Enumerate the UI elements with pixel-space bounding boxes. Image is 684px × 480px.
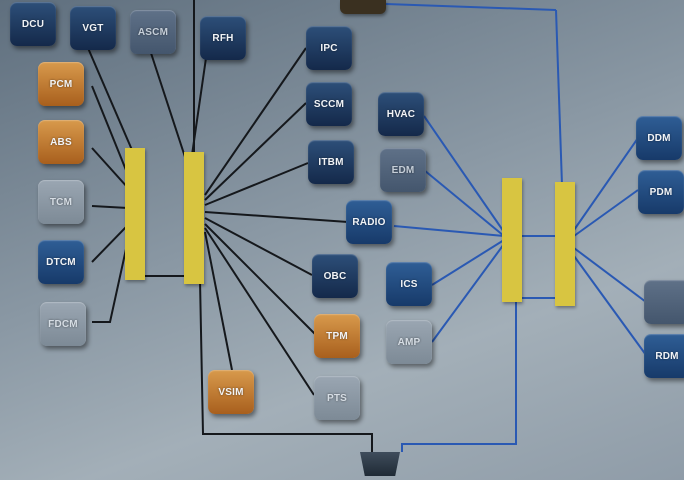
module-radio[interactable]: RADIO	[346, 200, 392, 244]
module-obc[interactable]: OBC	[312, 254, 358, 298]
diagnostic-connector-icon	[360, 452, 400, 476]
bus-bar-left	[125, 148, 145, 280]
blue-wires	[385, 3, 647, 452]
bus-bar-right-2	[555, 182, 575, 306]
module-dtcm[interactable]: DTCM	[38, 240, 84, 284]
top-edge-module	[340, 0, 386, 14]
module-ascm[interactable]: ASCM	[130, 10, 176, 54]
module-fdcm[interactable]: FDCM	[40, 302, 86, 346]
module-pts[interactable]: PTS	[314, 376, 360, 420]
module-vsim[interactable]: VSIM	[208, 370, 254, 414]
module-itbm[interactable]: ITBM	[308, 140, 354, 184]
module-unlabeled-right[interactable]	[644, 280, 684, 324]
module-rdm[interactable]: RDM	[644, 334, 684, 378]
module-pcm[interactable]: PCM	[38, 62, 84, 106]
module-vgt[interactable]: VGT	[70, 6, 116, 50]
module-pdm[interactable]: PDM	[638, 170, 684, 214]
module-tcm[interactable]: TCM	[38, 180, 84, 224]
module-ipc[interactable]: IPC	[306, 26, 352, 70]
module-tpm[interactable]: TPM	[314, 314, 360, 358]
module-ddm[interactable]: DDM	[636, 116, 682, 160]
bus-bar-right-1	[502, 178, 522, 302]
module-hvac[interactable]: HVAC	[378, 92, 424, 136]
module-abs[interactable]: ABS	[38, 120, 84, 164]
module-sccm[interactable]: SCCM	[306, 82, 352, 126]
module-rfh[interactable]: RFH	[200, 16, 246, 60]
module-dcu[interactable]: DCU	[10, 2, 56, 46]
module-amp[interactable]: AMP	[386, 320, 432, 364]
module-ics[interactable]: ICS	[386, 262, 432, 306]
bus-bar-center	[184, 152, 204, 284]
module-edm[interactable]: EDM	[380, 148, 426, 192]
black-wires	[87, 0, 373, 452]
